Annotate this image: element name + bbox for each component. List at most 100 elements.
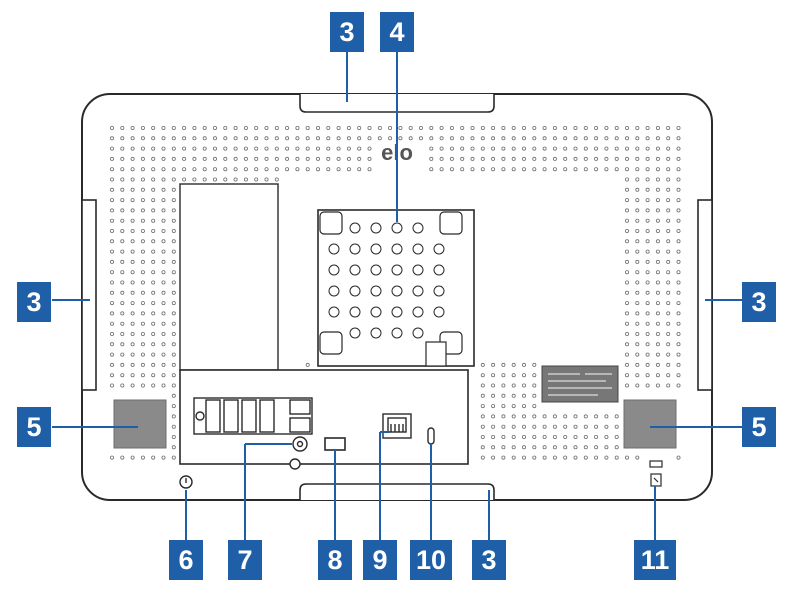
vent-hole xyxy=(645,270,650,275)
vent-hole xyxy=(192,146,197,151)
vent-hole xyxy=(645,146,650,151)
vent-hole xyxy=(130,352,135,357)
vent-hole xyxy=(676,146,681,151)
vent-hole xyxy=(635,218,640,223)
vent-hole xyxy=(120,136,125,141)
vesa-hole xyxy=(349,327,361,339)
vent-hole xyxy=(161,198,166,203)
vent-hole xyxy=(161,177,166,182)
vent-hole xyxy=(532,414,537,419)
vent-hole xyxy=(171,239,176,244)
vent-hole xyxy=(140,126,145,131)
vent-hole xyxy=(676,290,681,295)
vent-hole xyxy=(666,208,671,213)
vent-hole xyxy=(480,373,485,378)
vent-hole xyxy=(367,156,372,161)
vent-hole xyxy=(511,445,516,450)
vent-hole xyxy=(233,146,238,151)
vent-hole xyxy=(522,434,527,439)
vent-hole xyxy=(563,424,568,429)
vent-hole xyxy=(655,218,660,223)
vent-hole xyxy=(120,455,125,460)
vent-hole xyxy=(140,352,145,357)
vent-hole xyxy=(655,362,660,367)
vent-hole xyxy=(532,373,537,378)
vesa-hole xyxy=(391,264,403,276)
vent-hole xyxy=(491,126,496,131)
vent-hole xyxy=(666,280,671,285)
vent-hole xyxy=(171,424,176,429)
vent-hole xyxy=(171,404,176,409)
vesa-hole xyxy=(412,285,424,297)
vent-hole xyxy=(552,167,557,172)
vent-hole xyxy=(583,414,588,419)
vent-hole xyxy=(532,393,537,398)
vent-hole xyxy=(161,126,166,131)
vent-hole xyxy=(151,362,156,367)
vent-hole xyxy=(110,239,115,244)
vent-hole xyxy=(491,373,496,378)
vent-hole xyxy=(120,167,125,172)
vent-hole xyxy=(151,136,156,141)
vesa-hole xyxy=(349,222,361,234)
right-speaker-grille xyxy=(623,399,677,449)
vent-hole xyxy=(326,146,331,151)
vent-hole xyxy=(604,156,609,161)
vent-hole xyxy=(151,290,156,295)
vent-hole xyxy=(202,156,207,161)
vent-hole xyxy=(655,146,660,151)
vent-hole xyxy=(140,146,145,151)
vent-hole xyxy=(171,393,176,398)
vent-hole xyxy=(625,249,630,254)
vent-hole xyxy=(429,156,434,161)
vent-hole xyxy=(151,342,156,347)
vent-hole xyxy=(110,331,115,336)
vent-hole xyxy=(563,434,568,439)
vent-hole xyxy=(542,156,547,161)
usb-c-port-shape xyxy=(427,427,435,445)
vent-hole xyxy=(151,228,156,233)
vent-hole xyxy=(223,167,228,172)
vent-hole xyxy=(388,136,393,141)
vent-hole xyxy=(171,167,176,172)
vent-hole xyxy=(357,167,362,172)
vent-hole xyxy=(110,187,115,192)
vent-hole xyxy=(511,383,516,388)
vesa-hole xyxy=(433,264,445,276)
vent-hole xyxy=(676,270,681,275)
vesa-hole xyxy=(328,285,340,297)
vent-hole xyxy=(645,311,650,316)
vent-hole xyxy=(449,126,454,131)
vent-hole xyxy=(130,239,135,244)
callout-left-speaker: 5 xyxy=(17,407,51,447)
vent-hole xyxy=(532,404,537,409)
vent-hole xyxy=(110,383,115,388)
vent-hole xyxy=(563,445,568,450)
vent-hole xyxy=(645,156,650,161)
vent-hole xyxy=(326,167,331,172)
vent-hole xyxy=(625,187,630,192)
vent-hole xyxy=(130,187,135,192)
vent-hole xyxy=(480,167,485,172)
vent-hole xyxy=(573,156,578,161)
vent-hole xyxy=(645,342,650,347)
vent-hole xyxy=(336,126,341,131)
vent-hole xyxy=(511,156,516,161)
vent-hole xyxy=(182,146,187,151)
vent-hole xyxy=(594,156,599,161)
vent-hole xyxy=(655,208,660,213)
vent-hole xyxy=(645,218,650,223)
vent-hole xyxy=(110,270,115,275)
vent-hole xyxy=(522,156,527,161)
vent-hole xyxy=(676,342,681,347)
vent-hole xyxy=(171,187,176,192)
vent-hole xyxy=(151,259,156,264)
vent-hole xyxy=(666,167,671,172)
vent-hole xyxy=(666,126,671,131)
vesa-hole xyxy=(370,306,382,318)
vent-hole xyxy=(130,373,135,378)
vent-hole xyxy=(666,228,671,233)
vent-hole xyxy=(120,362,125,367)
vent-hole xyxy=(171,208,176,213)
vent-hole xyxy=(532,424,537,429)
